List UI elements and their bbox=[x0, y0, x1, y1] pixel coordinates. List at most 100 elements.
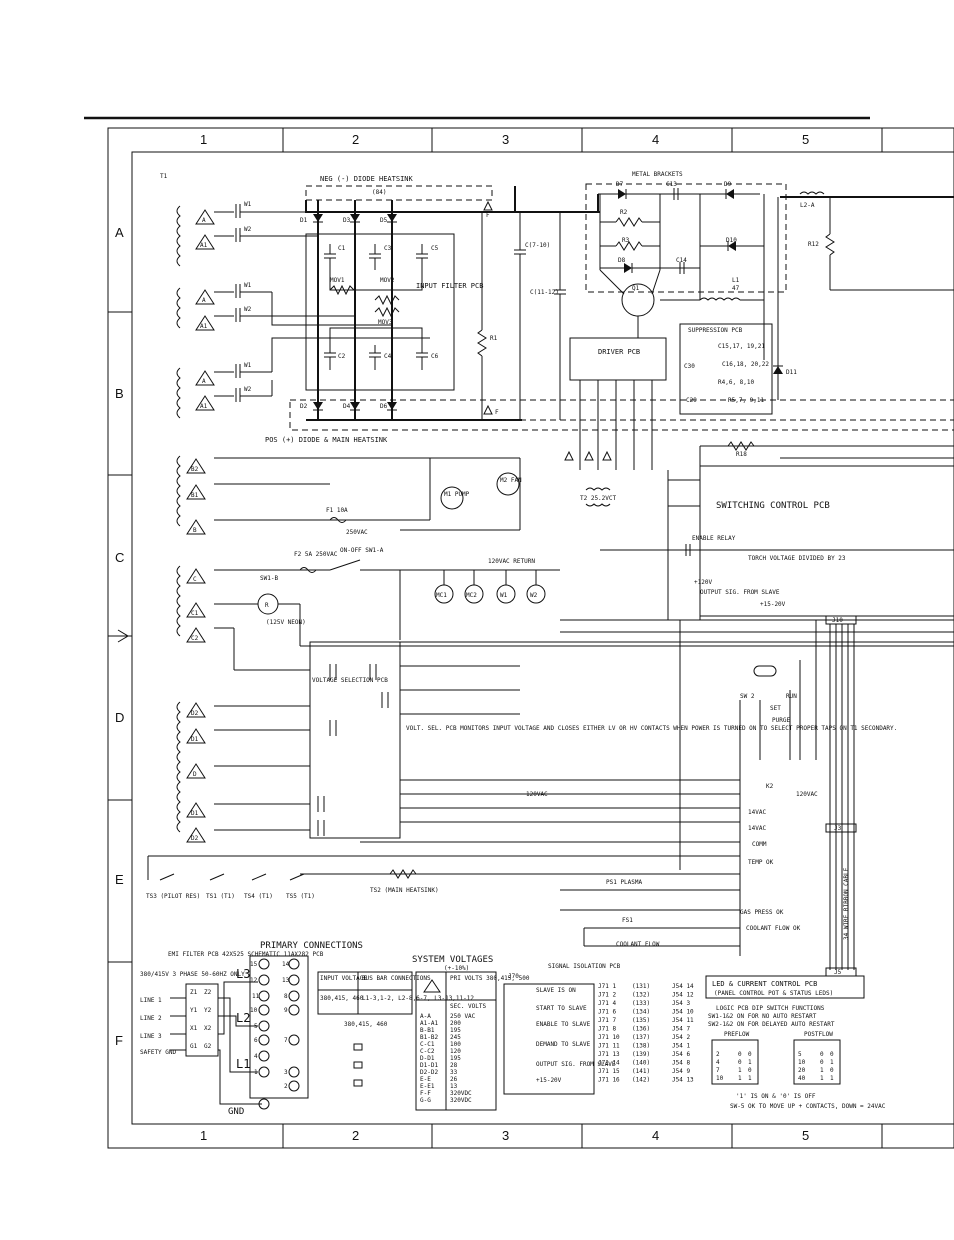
diode-d8: D8 bbox=[618, 257, 626, 264]
vsel-title: VOLTAGE SELECTION PCB bbox=[312, 677, 388, 684]
sysvolts-row-name: D2-D2 bbox=[420, 1069, 438, 1076]
tbl-conn: L1-3,1-2, L2-8,6-7, L3-13,11-12 bbox=[362, 995, 474, 1002]
motor-w2: W2 bbox=[530, 592, 538, 599]
pin-j71: J71 2 bbox=[598, 992, 616, 999]
postflow-sw1: 0 bbox=[820, 1059, 824, 1066]
tap-7: 7 bbox=[284, 1037, 288, 1044]
control-parts: F1 10A 250VAC F2 5A 250VAC ON-OFF SW1-A … bbox=[234, 458, 560, 646]
phase-note: 380/415V 3 PHASE 50-60HZ ONLY bbox=[140, 971, 245, 978]
j10-label: J10 bbox=[832, 617, 843, 624]
pin-j54: J54 11 bbox=[672, 1017, 694, 1024]
terminal-board bbox=[249, 955, 309, 1099]
coolant-ok-label: COOLANT FLOW OK bbox=[746, 925, 801, 932]
preflow-sw2: 0 bbox=[748, 1067, 752, 1074]
signal-item-label: +15-20V bbox=[536, 1077, 562, 1084]
pin-j54: J54 2 bbox=[672, 1034, 690, 1041]
sysvolts-row-name: D-D1 bbox=[420, 1055, 435, 1062]
neg-heatsink-wire: (84) bbox=[372, 189, 386, 196]
term-b: B bbox=[193, 527, 197, 534]
term-a1-3: A1 bbox=[200, 403, 208, 410]
sysvolts-title: SYSTEM VOLTAGES bbox=[412, 955, 493, 965]
postflow-sw1: 1 bbox=[820, 1067, 824, 1074]
vac120-label-2: 120VAC bbox=[796, 791, 818, 798]
input-filter-title: INPUT FILTER PCB bbox=[416, 282, 483, 290]
diode-d10: D10 bbox=[726, 237, 737, 244]
pin-wire: (131) bbox=[632, 983, 650, 990]
fs1-label: FS1 bbox=[622, 917, 633, 924]
postflow-time: 5 bbox=[798, 1051, 802, 1058]
ft-g1: G1 bbox=[190, 1043, 198, 1050]
supp-c29: C29 bbox=[686, 397, 697, 404]
pin-j71: J71 1 bbox=[598, 983, 616, 990]
logic-note1: '1' IS ON & '0' IS OFF bbox=[736, 1093, 816, 1100]
sysvolts-sec: SEC. VOLTS bbox=[450, 1003, 487, 1010]
grid-col-1-bottom: 1 bbox=[200, 1128, 207, 1143]
pin-j71: J71 7 bbox=[598, 1017, 616, 1024]
postflow-sw2: 0 bbox=[830, 1067, 834, 1074]
diode-d9: D9 bbox=[724, 181, 732, 188]
mov-2: MOV2 bbox=[380, 277, 395, 284]
ts4-label: TS4 (T1) bbox=[244, 893, 273, 900]
transformer-t1: T1 bbox=[160, 173, 181, 833]
dc-bus bbox=[305, 186, 954, 421]
grid-col-3-top: 3 bbox=[502, 132, 509, 147]
tbl-head-input: INPUT VOLTAGE bbox=[320, 975, 367, 982]
postflow-label: POSTFLOW bbox=[804, 1031, 833, 1038]
t1-label: T1 bbox=[160, 173, 168, 180]
coil-l1: L1 bbox=[236, 1057, 250, 1071]
sysvolts-row-name: B1-B2 bbox=[420, 1034, 438, 1041]
diode-d1: D1 bbox=[300, 217, 308, 224]
pin-wire: (137) bbox=[632, 1034, 650, 1041]
vac120-label: 120VAC bbox=[526, 791, 548, 798]
sysvolts-row-value: 320VDC bbox=[450, 1090, 472, 1097]
ts5-label: TS5 (T1) bbox=[286, 893, 315, 900]
return-label: 120VAC RETURN bbox=[488, 558, 535, 565]
postflow-sw2: 1 bbox=[830, 1059, 834, 1066]
diode-d7: D7 bbox=[616, 181, 624, 188]
coil-l2: L2 bbox=[236, 1011, 250, 1025]
sysvolts-row-value: 100 bbox=[450, 1041, 461, 1048]
postflow-sw2: 1 bbox=[830, 1075, 834, 1082]
supp-c30: C30 bbox=[684, 363, 695, 370]
emi-filter-note: EMI FILTER PCB 42X525 SCHEMATIC 11AX282 … bbox=[168, 951, 324, 958]
signal-item-label: ENABLE TO SLAVE bbox=[536, 1021, 591, 1028]
term-c2: C2 bbox=[191, 635, 199, 642]
diode-d3: D3 bbox=[343, 217, 351, 224]
grid-row-b: B bbox=[115, 386, 124, 401]
tap-1: 1 bbox=[254, 1069, 258, 1076]
tap-11: 11 bbox=[252, 993, 260, 1000]
signal-item-label: SLAVE IS ON bbox=[536, 987, 576, 994]
metal-brackets-label: METAL BRACKETS bbox=[632, 171, 683, 178]
frame-outer bbox=[107, 127, 954, 1149]
inductor-l2a: L2-A bbox=[800, 202, 815, 209]
pin-j54: J54 1 bbox=[672, 1043, 690, 1050]
pin-j54: J54 7 bbox=[672, 1026, 690, 1033]
preflow-time: 2 bbox=[716, 1051, 720, 1058]
cap-c4: C4 bbox=[384, 353, 392, 360]
coil-l3: L3 bbox=[236, 967, 250, 981]
vsel-contacts bbox=[317, 664, 389, 836]
temp-switches: TS3 (PILOT RES) TS1 (T1) TS4 (T1) TS5 (T… bbox=[146, 869, 439, 900]
cap-c3: C3 bbox=[384, 245, 392, 252]
sysvolts-row-value: 195 bbox=[450, 1055, 461, 1062]
pos-heatsink-title: POS (+) DIODE & MAIN HEATSINK bbox=[265, 436, 388, 444]
run-label: RUN bbox=[786, 693, 797, 700]
torch-voltage-label: TORCH VOLTAGE DIVIDED BY 23 bbox=[748, 555, 846, 562]
diode-d2: D2 bbox=[300, 403, 308, 410]
postflow-table bbox=[793, 1039, 841, 1085]
diode-d6: D6 bbox=[380, 403, 388, 410]
sysvolts-row-value: 33 bbox=[450, 1069, 458, 1076]
term-b2: B2 bbox=[191, 466, 199, 473]
gnd-label: GND bbox=[228, 1107, 244, 1117]
cap-c13: C13 bbox=[666, 181, 677, 188]
vac250-label: 250VAC bbox=[346, 529, 368, 536]
postflow-time: 40 bbox=[798, 1075, 806, 1082]
vac14-label-1: 14VAC bbox=[748, 809, 766, 816]
grid-col-5-bottom: 5 bbox=[802, 1128, 809, 1143]
tbl-volt: 380,415, 460 bbox=[320, 995, 364, 1002]
signal-isolation-pcb bbox=[503, 983, 595, 1095]
neon-label: (125V NEON) bbox=[266, 619, 306, 626]
resistor-r1: R1 bbox=[490, 335, 498, 342]
out-15-20v: +15-20V bbox=[760, 601, 786, 608]
